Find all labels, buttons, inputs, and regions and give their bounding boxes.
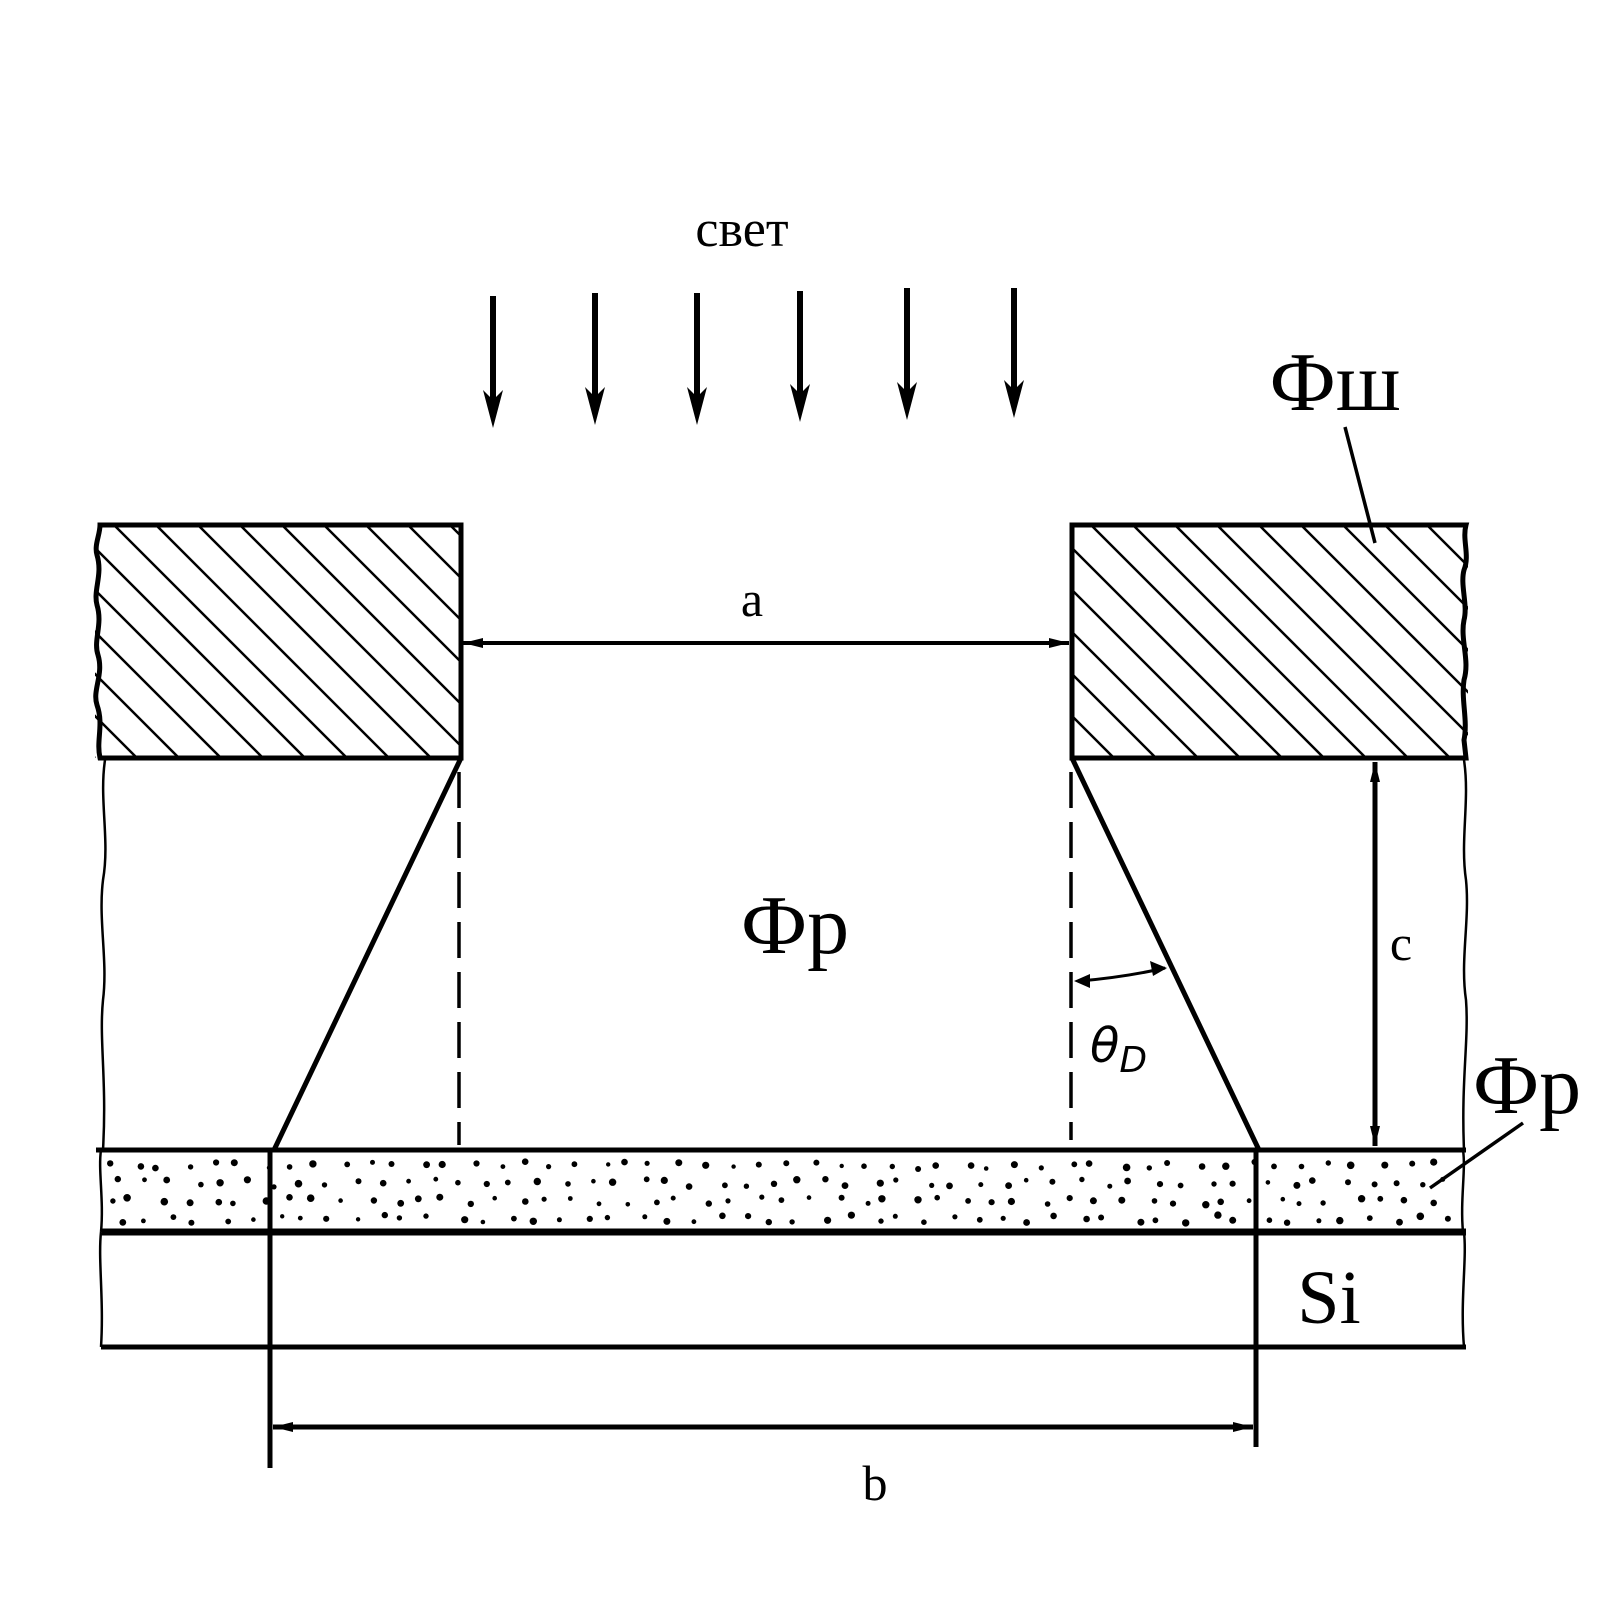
mask-left <box>93 522 464 761</box>
substrate-label: Si <box>1297 1256 1360 1340</box>
resist-left-edge <box>100 759 107 1151</box>
resist-center-label: Фр <box>741 879 849 972</box>
dimension-a-label: a <box>741 571 763 627</box>
exposure-edge-left <box>271 756 464 1152</box>
down-arrow-icon <box>790 291 810 422</box>
down-arrow-icon <box>585 293 605 425</box>
mask-leader-line <box>1343 426 1377 544</box>
resist-leader-line <box>1428 1121 1525 1190</box>
down-arrow-icon <box>897 288 917 420</box>
resist-layer-label: Фр <box>1473 1039 1581 1132</box>
dimension-c-label: c <box>1390 915 1412 971</box>
angle-theta-label: θD <box>1090 1018 1147 1081</box>
light-arrows <box>483 288 1024 428</box>
down-arrow-icon <box>1004 288 1024 418</box>
mask-label: Фш <box>1269 336 1400 429</box>
resist-right-edge <box>1462 759 1469 1151</box>
dimension-b-label: b <box>863 1455 888 1511</box>
light-label: свет <box>695 201 788 258</box>
exposure-edge-right <box>1069 756 1262 1152</box>
substrate <box>98 1231 1467 1350</box>
resist-layer <box>96 1147 1466 1236</box>
mask-right <box>1069 522 1470 761</box>
down-arrow-icon <box>687 293 707 425</box>
down-arrow-icon <box>483 296 503 428</box>
